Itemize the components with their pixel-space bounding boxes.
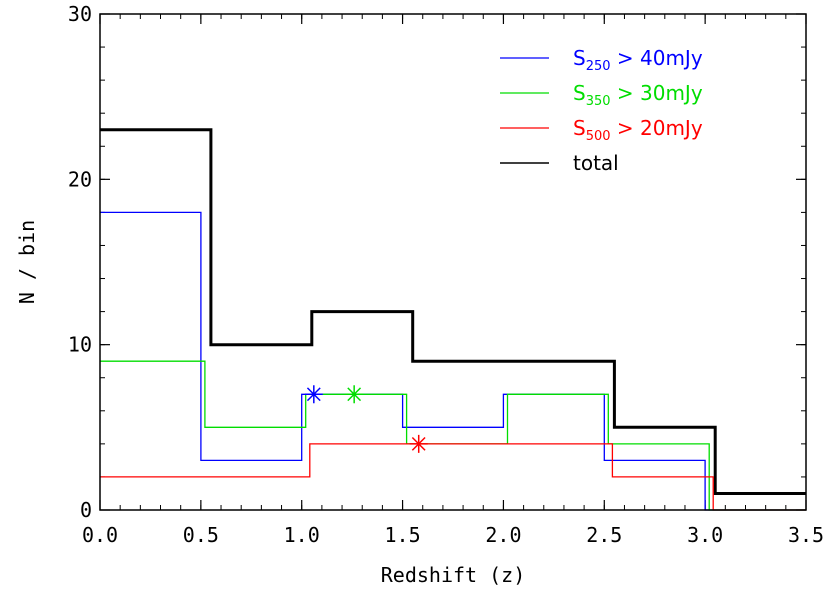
series-line-3 (100, 443, 806, 511)
median-marker-2 (345, 385, 364, 404)
legend-label: S250 > 40mJy (573, 46, 703, 74)
legend-label-rest: > 40mJy (611, 46, 703, 70)
legend-label-main: S (573, 116, 586, 140)
legend-label-main: S (573, 46, 586, 70)
y-axis-label: N / bin (15, 220, 39, 304)
x-tick-label: 2.0 (485, 523, 521, 547)
legend-label-subscript: 500 (586, 129, 611, 144)
legend-label: total (573, 151, 619, 175)
x-tick-label: 1.0 (284, 523, 320, 547)
plot-frame (99, 13, 807, 511)
legend-item: S250 > 40mJy (500, 46, 703, 74)
legend-label-main: S (573, 81, 586, 105)
median-marker-3 (409, 434, 428, 453)
legend-item: S350 > 30mJy (500, 81, 703, 109)
y-tick-label: 0 (80, 498, 92, 522)
x-axis-label: Redshift (z) (381, 563, 526, 587)
legend-label-subscript: 250 (586, 59, 611, 74)
marker-stroke (411, 436, 426, 451)
marker-stroke (347, 387, 362, 402)
median-marker-1 (304, 385, 323, 404)
x-tick-label: 3.5 (788, 523, 824, 547)
marker-stroke (306, 387, 321, 402)
series-line-0 (100, 128, 806, 495)
series-line-1 (100, 211, 806, 511)
x-tick-label: 2.5 (586, 523, 622, 547)
legend-label-rest: > 30mJy (611, 81, 703, 105)
legend-label-main: total (573, 151, 619, 175)
y-tick-label: 30 (68, 2, 92, 26)
legend-label-rest: > 20mJy (611, 116, 703, 140)
legend-label: S350 > 30mJy (573, 81, 703, 109)
legend-item: S500 > 20mJy (500, 116, 703, 144)
series-layer (100, 128, 806, 511)
y-tick-label: 20 (68, 167, 92, 191)
legend-label-subscript: 350 (586, 94, 611, 109)
x-tick-label: 0.0 (82, 523, 118, 547)
legend-item: total (500, 151, 619, 175)
y-tick-label: 10 (68, 333, 92, 357)
series-line-2 (100, 360, 806, 511)
x-tick-label: 0.5 (183, 523, 219, 547)
tick-labels: 0.0 0.5 1.0 1.5 2.0 2.5 3.0 3.5 0 10 20 30 (68, 2, 824, 547)
marker-layer (304, 385, 428, 453)
x-tick-label: 3.0 (687, 523, 723, 547)
legend-label: S500 > 20mJy (573, 116, 703, 144)
x-tick-label: 1.5 (385, 523, 421, 547)
